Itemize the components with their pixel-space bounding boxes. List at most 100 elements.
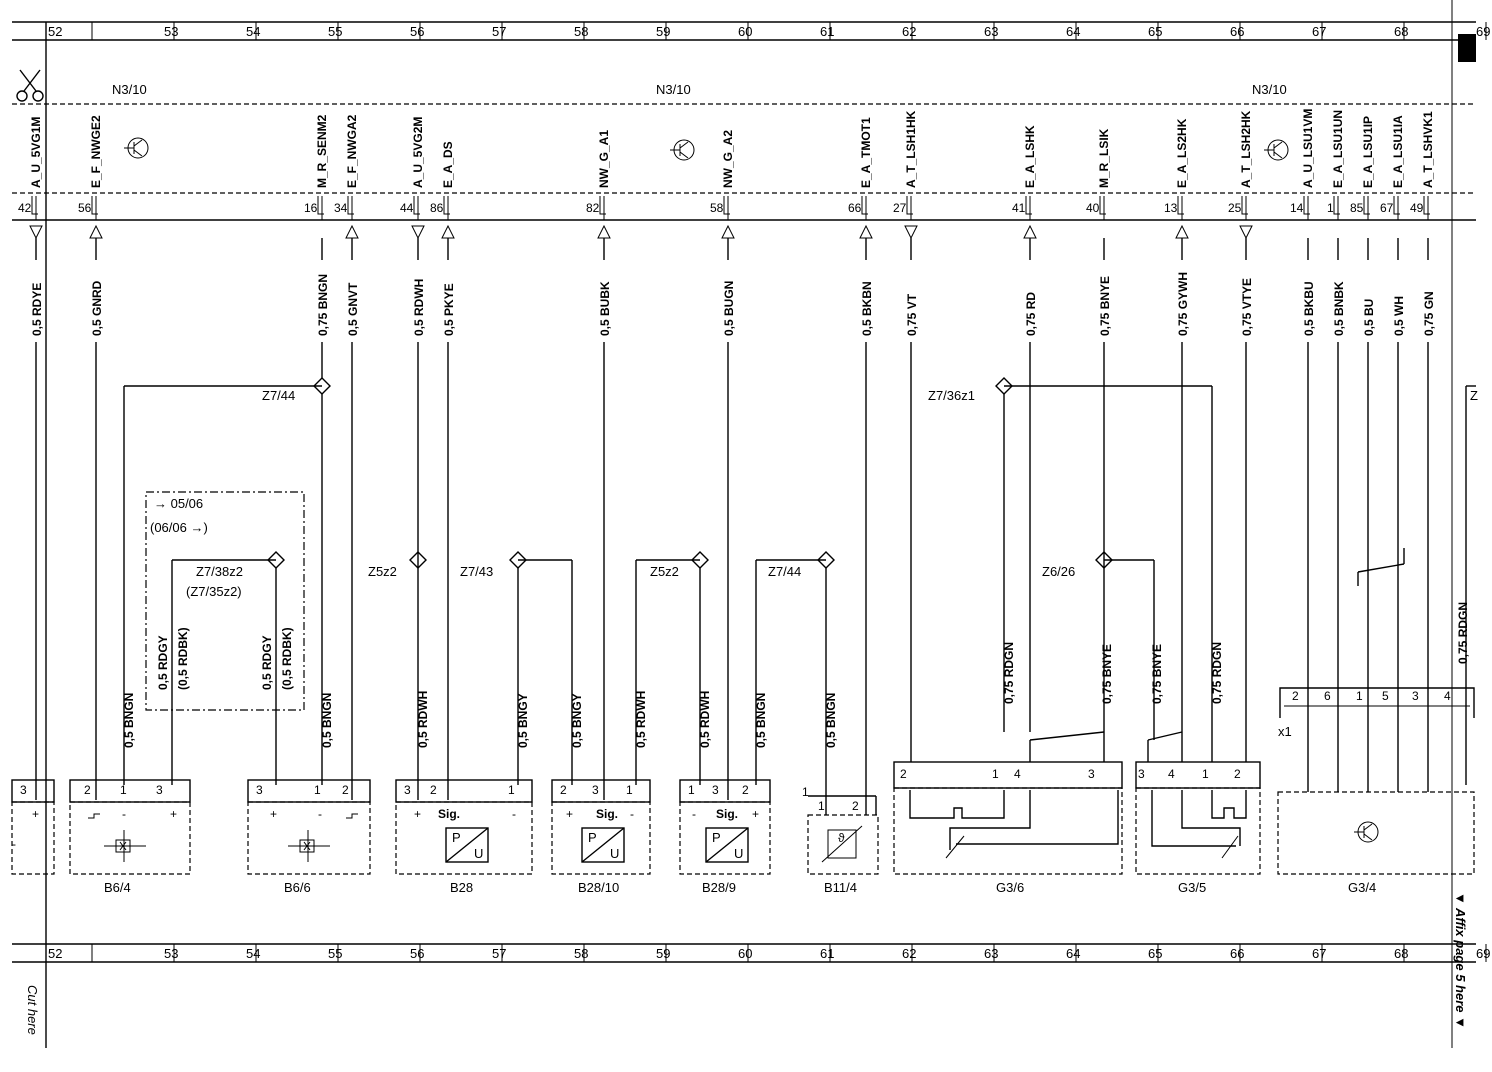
pin-number: 16	[304, 201, 318, 215]
wire-label: 0,75 GN	[1422, 291, 1436, 336]
wire-label: 0,5 GNRD	[90, 280, 104, 336]
splice-label: Z7/44	[768, 564, 801, 579]
wire-label: 0,5 RDWH	[698, 691, 712, 748]
splice-label: Z6/26	[1042, 564, 1075, 579]
svg-text:+: +	[752, 807, 759, 821]
connector-pin: M_R_LSIK 40 0,75 BNYE	[1086, 128, 1112, 336]
grid-number: 69	[1476, 24, 1490, 39]
grid-number: 56	[410, 946, 424, 961]
pin-number: 85	[1350, 201, 1364, 215]
wire-crossover	[1357, 563, 1405, 573]
connector-label-right: N3/10	[1252, 82, 1287, 97]
grid-number: 68	[1394, 946, 1408, 961]
svg-text:2: 2	[430, 783, 437, 797]
svg-text:-: -	[512, 807, 516, 821]
wire-label: 0,75 BNYE	[1150, 644, 1164, 704]
variant-to: (06/06 →)	[150, 520, 208, 535]
svg-text:+: +	[170, 807, 177, 821]
pin-number: 13	[1164, 201, 1178, 215]
svg-text:-: -	[692, 807, 696, 821]
signal-name: A_T_LSH1HK	[904, 110, 918, 188]
svg-text:3: 3	[20, 783, 27, 797]
grid-number: 66	[1230, 946, 1244, 961]
grid-number: 64	[1066, 946, 1080, 961]
grid-number: 57	[492, 946, 506, 961]
splice-label: (Z7/35z2)	[186, 584, 242, 599]
signal-name: E_A_DS	[441, 141, 455, 188]
signal-name: E_F_NWGA2	[345, 114, 359, 188]
svg-text:4: 4	[1444, 689, 1451, 703]
grid-number: 63	[984, 946, 998, 961]
grid-number: 69	[1476, 946, 1490, 961]
grid-number: 67	[1312, 24, 1326, 39]
grid-number: 62	[902, 24, 916, 39]
component-label: B28	[450, 880, 473, 895]
signal-name: NW_G_A2	[721, 130, 735, 188]
wire-label: (0,5 RDBK)	[280, 627, 294, 690]
svg-text:1: 1	[992, 767, 999, 781]
signal-name: E_F_NWGE2	[89, 115, 103, 188]
page-marker	[1458, 34, 1476, 62]
svg-text:P: P	[452, 830, 461, 845]
hall-sensor-icon	[104, 830, 146, 862]
component-label: G3/4	[1348, 880, 1376, 895]
signal-name: A_U_LSU1VM	[1301, 109, 1315, 188]
svg-text:2: 2	[1234, 767, 1241, 781]
svg-text:3: 3	[256, 783, 263, 797]
svg-text:1: 1	[508, 783, 515, 797]
affix-label: ▼ Affix page 5 here ▼	[1453, 892, 1468, 1029]
wire-label: 0,5 BNGY	[570, 693, 584, 748]
svg-text:-: -	[12, 837, 16, 851]
svg-text:1: 1	[802, 785, 809, 799]
svg-text:3: 3	[1138, 767, 1145, 781]
splice-z7-43: Z7/43	[460, 551, 573, 785]
pin-number: 40	[1086, 201, 1100, 215]
wire-label: 0,75 RDGN	[1210, 642, 1224, 704]
svg-text:P: P	[588, 830, 597, 845]
splice-label: Z	[1470, 388, 1478, 403]
temperature-sensor-icon: ϑ	[821, 825, 863, 863]
signal-name: M_R_SENM2	[315, 114, 329, 188]
pin-number: 14	[1290, 201, 1304, 215]
svg-text:ϑ: ϑ	[838, 831, 845, 845]
grid-number: 59	[656, 946, 670, 961]
pressure-sensor-icon: P U	[581, 827, 625, 863]
svg-text:1: 1	[120, 783, 127, 797]
splice-label: Z5z2	[650, 564, 679, 579]
svg-text:1: 1	[818, 799, 825, 813]
component-label: B11/4	[824, 880, 857, 895]
splice-label: Z7/44	[262, 388, 295, 403]
signal-name: M_R_LSIK	[1097, 128, 1111, 188]
signal-name: A_T_LSH2HK	[1239, 110, 1253, 188]
splice-z7-44-b: Z7/44	[755, 551, 835, 815]
splice-z7-38z2: Z7/38z2 (Z7/35z2)	[171, 551, 285, 785]
component-g3-4: G3/4	[1277, 791, 1475, 895]
wire-label: 0,5 PKYE	[442, 283, 456, 336]
svg-text:Sig.: Sig.	[438, 807, 460, 821]
signal-name: A_T_LSHVK1	[1421, 111, 1435, 188]
svg-text:2: 2	[852, 799, 859, 813]
svg-text:1: 1	[1202, 767, 1209, 781]
grid-number: 58	[574, 946, 588, 961]
wire-label: 0,75 BNYE	[1098, 276, 1112, 336]
component-label: B28/9	[702, 880, 736, 895]
grid-number: 62	[902, 946, 916, 961]
pin-number: 66	[848, 201, 862, 215]
signal-name: E_A_LS2HK	[1175, 118, 1189, 188]
wire-label: 0,5 RDWH	[412, 279, 426, 336]
svg-text:+: +	[414, 807, 421, 821]
pin-number: 49	[1410, 201, 1424, 215]
pin-number: 82	[586, 201, 600, 215]
grid-number: 52	[48, 24, 62, 39]
grid-number: 55	[328, 946, 342, 961]
